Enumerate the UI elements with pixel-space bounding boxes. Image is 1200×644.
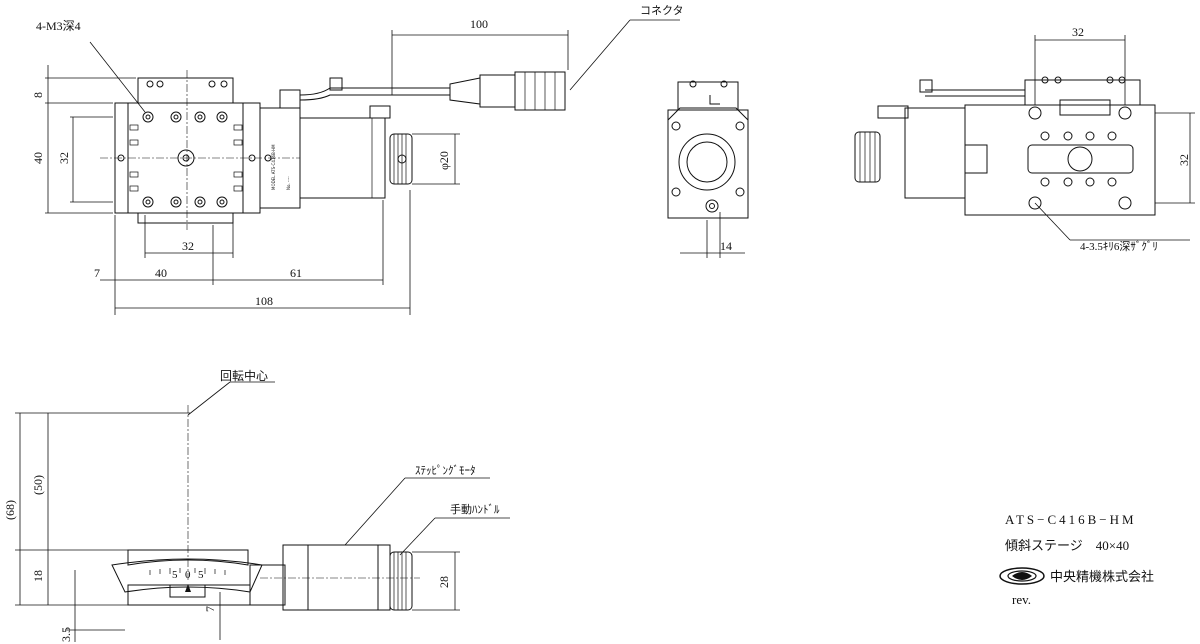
top-view-upper-tabs	[137, 77, 234, 104]
front-view-dim-body: 18	[31, 570, 45, 582]
end-view-plate	[964, 144, 988, 174]
top-view-dim-stage: 40	[155, 266, 167, 280]
front-view-knob-callout: 手動ﾊﾝﾄﾞﾙ	[450, 502, 500, 516]
top-view-hand-knob	[389, 133, 413, 185]
front-view-knob	[389, 551, 413, 611]
front-view-motor	[307, 544, 379, 611]
end-view-dim-right: 32	[1177, 154, 1191, 166]
top-view-holes	[117, 80, 256, 208]
top-view-dim-height: 40	[31, 152, 45, 164]
top-view-connector-body	[479, 74, 516, 108]
top-view-motor-boss	[369, 105, 391, 119]
top-view-dimensions	[45, 19, 680, 315]
top-view-motor	[299, 117, 386, 199]
title-company: 中央精機株式会社	[1050, 569, 1154, 584]
front-view-dim-base-offset: 3.5	[59, 627, 73, 642]
top-view-dim-cable: 100	[470, 17, 488, 31]
side-view-top	[677, 81, 739, 111]
top-view-dim-top-offset: 8	[31, 92, 45, 98]
end-view-holes	[1028, 76, 1132, 210]
end-view-knob	[854, 131, 881, 183]
top-view-cable-gland	[279, 89, 301, 109]
end-view-body	[964, 104, 1156, 216]
top-view-plate-screw	[264, 154, 272, 162]
title-model: ATS−C416B−HM	[1005, 512, 1137, 527]
front-view-pointer	[185, 584, 191, 592]
top-view-dim-left: 7	[94, 266, 100, 280]
top-view: MODEL ATS-C416B-HM No. ----	[31, 4, 684, 315]
title-rev: rev.	[1012, 592, 1031, 607]
top-view-lower-tab	[137, 212, 234, 224]
top-view-dim-motor: 61	[290, 266, 302, 280]
front-view-adapter	[249, 564, 286, 606]
front-view-dim-center: (50)	[31, 475, 45, 495]
front-view-dim-base-step: 7	[203, 606, 217, 612]
end-view: 32 32 4-3.5ｷﾘ6深ｻﾞｸﾞﾘ	[854, 25, 1195, 253]
top-view-dim-pitch-v: 32	[57, 152, 71, 164]
front-view-scale-label-center: 0	[185, 569, 191, 581]
front-view-scale-arc	[111, 558, 263, 593]
top-view-cable	[299, 87, 450, 96]
front-view-scale-label-right: 5	[198, 569, 204, 581]
front-view-rotation-center-callout: 回転中心	[220, 368, 268, 383]
top-view-dim-knob-dia: φ20	[437, 151, 451, 170]
front-view-motor-callout: ｽﾃｯﾋﾟﾝｸﾞﾓｰﾀ	[415, 464, 476, 477]
top-view-dim-pitch-h: 32	[182, 239, 194, 253]
top-view-connector-head	[514, 71, 566, 111]
side-view-motor-bore	[678, 133, 736, 191]
top-view-dim-total: 108	[255, 294, 273, 308]
front-view: 5 0 5 回転中心 ｽﾃｯﾋﾟﾝｸﾞﾓｰﾀ 手動ﾊ	[3, 368, 510, 642]
title-block: ATS−C416B−HM 傾斜ステージ 40×40 中央精機株式会社 rev.	[999, 512, 1154, 607]
side-view: 14	[667, 80, 749, 258]
title-name: 傾斜ステージ 40×40	[1005, 538, 1129, 553]
end-view-counterbore-callout: 4-3.5ｷﾘ6深ｻﾞｸﾞﾘ	[1080, 240, 1158, 253]
top-view-connector-boot	[449, 77, 481, 105]
front-view-scale-label-left: 5	[172, 569, 178, 581]
end-view-cable	[925, 89, 1025, 97]
side-view-dim-offset: 14	[720, 239, 732, 253]
top-view-cable-clamp	[329, 77, 343, 91]
front-view-dim-total: (68)	[3, 500, 17, 520]
front-view-dim-motor-height: 28	[437, 576, 451, 588]
top-view-tapped-holes-callout: 4-M3深4	[36, 19, 81, 33]
end-view-motor	[904, 107, 966, 199]
end-view-slot	[1027, 144, 1134, 174]
side-view-screw	[705, 199, 719, 213]
end-view-dim-top: 32	[1072, 25, 1084, 39]
front-view-stage-top	[127, 549, 249, 566]
end-view-top-block	[1024, 79, 1141, 106]
top-view-connector-callout: コネクタ	[640, 4, 684, 17]
top-view-nameplate-text-2: No. ----	[286, 176, 291, 190]
top-view-nameplate-text: MODEL ATS-C416B-HM	[271, 144, 276, 190]
company-logo	[999, 567, 1045, 585]
top-view-slots	[129, 124, 243, 192]
